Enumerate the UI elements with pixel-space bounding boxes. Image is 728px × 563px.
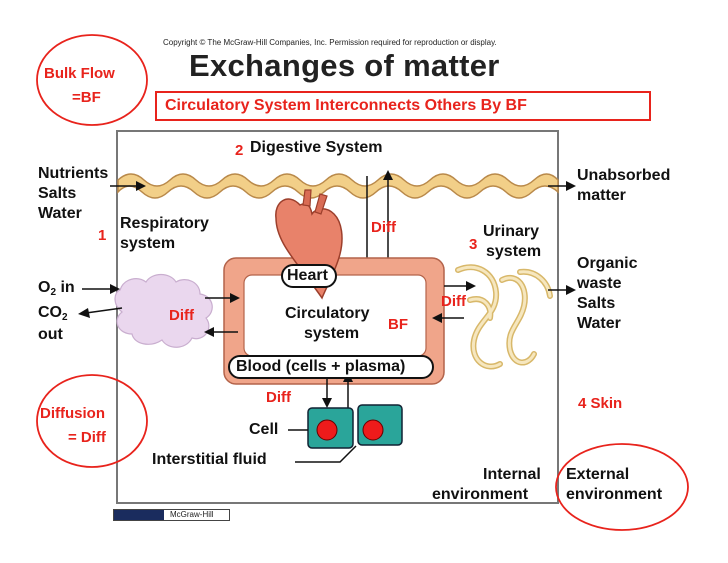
digestive-tube	[117, 173, 559, 199]
o2-label: O2 in	[38, 280, 75, 298]
o2-arrowhead	[110, 284, 120, 294]
interstitial-fluid-label: Interstitial fluid	[152, 451, 267, 468]
blood-pill	[228, 355, 434, 379]
o2-in: in	[60, 279, 75, 296]
circ-to-lung-arrowhead	[204, 327, 214, 337]
unabsorbed-arrowhead	[566, 181, 576, 191]
lung-cloud	[114, 273, 213, 348]
bf-label: BF	[388, 316, 408, 333]
blood-down-arrowhead	[322, 398, 332, 408]
urinary-label-1: Urinary	[483, 223, 540, 240]
urinary-label-2: system	[486, 243, 542, 260]
circulatory-label-1: Circulatory	[285, 305, 370, 322]
diffusion-abbrev: = Diff	[68, 429, 106, 446]
co2-out-label: out	[38, 326, 63, 343]
diffusion-ellipse	[36, 374, 148, 468]
water-label: Water	[38, 205, 82, 222]
water-out-label: Water	[577, 315, 621, 332]
waste-label: waste	[577, 275, 622, 292]
banner-bulk-flow: Circulatory System Interconnects Others …	[155, 91, 651, 121]
respiratory-label-1: Respiratory	[120, 215, 209, 232]
diff-label-bottom: Diff	[266, 389, 291, 406]
bulk-flow-abbrev: =BF	[72, 89, 101, 106]
diff-label-right: Diff	[441, 293, 466, 310]
nutrients-arrowhead	[136, 181, 146, 191]
cell-label: Cell	[249, 421, 279, 438]
bulk-flow-ellipse	[36, 34, 148, 126]
co2-arrowhead	[78, 308, 90, 318]
salts-out-label: Salts	[577, 295, 616, 312]
publisher-logo	[114, 510, 164, 520]
number-1: 1	[98, 227, 107, 244]
salts-label: Salts	[38, 185, 77, 202]
lung-to-circ-arrowhead	[230, 293, 240, 303]
kidney-tubules	[455, 264, 553, 370]
interstitial-pointer-line	[295, 445, 357, 463]
co2-arrow	[85, 307, 123, 314]
respiratory-label-2: system	[120, 235, 176, 252]
co2-sub: 2	[62, 312, 68, 323]
urinary-out-arrowhead	[566, 285, 576, 295]
organic-label: Organic	[577, 255, 638, 272]
digestive-system-label: Digestive System	[250, 139, 383, 156]
unabsorbed-label-2: matter	[577, 187, 626, 204]
cell-1-nucleus	[316, 419, 338, 441]
nutrients-label: Nutrients	[38, 165, 109, 182]
internal-environment-box	[116, 130, 559, 504]
circulatory-label-2: system	[304, 325, 360, 342]
unabsorbed-label-1: Unabsorbed	[577, 167, 671, 184]
diffusion-label: Diffusion	[40, 405, 105, 422]
kidney-to-circ-arrowhead	[432, 313, 442, 323]
number-3: 3	[469, 236, 478, 253]
co2-main: CO	[38, 304, 62, 321]
diff-label-top: Diff	[371, 219, 396, 236]
bulk-flow-label: Bulk Flow	[44, 65, 115, 82]
copyright-notice: Copyright © The McGraw-Hill Companies, I…	[163, 38, 497, 47]
external-label-2: environment	[566, 486, 663, 503]
internal-label-1: Internal	[483, 466, 541, 483]
o2-main: O	[38, 279, 51, 296]
kidney-tubules-inner	[456, 265, 552, 368]
page-title: Exchanges of matter	[189, 48, 500, 83]
blood-label: Blood (cells + plasma)	[236, 358, 406, 375]
circ-to-kidney-arrowhead	[466, 281, 476, 291]
internal-label-2: environment	[432, 486, 529, 503]
publisher-label: McGraw-Hill	[170, 510, 214, 519]
co2-label: CO2	[38, 305, 68, 323]
diff-label-left: Diff	[169, 307, 194, 324]
heart-vessels	[302, 189, 328, 215]
external-environment-ellipse	[555, 443, 689, 531]
external-label-1: External	[566, 466, 630, 483]
heart-pill	[281, 264, 337, 288]
circulatory-up-arrowhead	[383, 170, 393, 180]
cell-2-nucleus	[362, 419, 384, 441]
skin-label: 4 Skin	[578, 395, 623, 412]
heart-label: Heart	[287, 267, 328, 284]
o2-sub: 2	[50, 287, 57, 298]
number-2: 2	[235, 142, 244, 159]
